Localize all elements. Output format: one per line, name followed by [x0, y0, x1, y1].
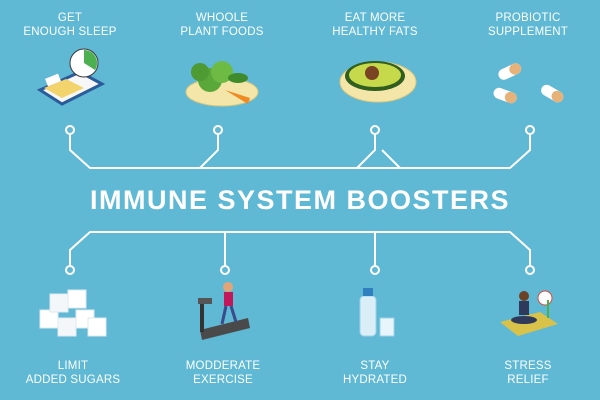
connector-nodes	[65, 125, 535, 275]
capsule-pills-icon	[493, 63, 564, 104]
label-line1: LIMIT	[57, 360, 89, 372]
label-limit-added-sugars: LIMIT ADDED SUGARS	[8, 359, 138, 387]
label-whole-plant-foods: WHOOLE PLANT FOODS	[157, 11, 287, 39]
sugar-cubes-icon	[39, 289, 107, 337]
connector-lines	[69, 133, 531, 268]
bed-clock-icon	[36, 48, 106, 106]
label-eat-more-healthy-fats: EAT MORE HEALTHY FATS	[310, 11, 440, 39]
diagram-title: IMMUNE SYSTEM BOOSTERS	[89, 185, 511, 215]
label-moderate-exercise: MODDERATE EXERCISE	[158, 359, 288, 387]
label-probiotic-supplement: PROBIOTIC SUPPLEMENT	[463, 11, 593, 39]
node-bottom-4	[525, 265, 535, 275]
label-line2: PLANT FOODS	[180, 26, 264, 38]
label-line1: GET	[57, 12, 83, 24]
node-top-4	[525, 125, 535, 135]
label-line2: ENOUGH SLEEP	[23, 26, 117, 38]
label-stay-hydrated: STAY HYDRATED	[310, 359, 440, 387]
label-line2: EXERCISE	[193, 374, 253, 386]
node-bottom-2	[220, 265, 230, 275]
node-bottom-1	[65, 265, 75, 275]
water-bottle-icon	[359, 288, 395, 337]
label-get-enough-sleep: GET ENOUGH SLEEP	[5, 11, 135, 39]
label-line2: ADDED SUGARS	[25, 374, 121, 386]
label-line1: STRESS	[504, 360, 552, 372]
label-line2: HYDRATED	[342, 374, 407, 386]
label-line1: EAT MORE	[344, 12, 406, 24]
avocado-plate-icon	[339, 61, 417, 103]
label-stress-relief: STRESS RELIEF	[463, 359, 593, 387]
label-line2: SUPPLEMENT	[488, 26, 568, 38]
treadmill-icon	[198, 282, 250, 340]
node-top-3	[370, 125, 380, 135]
vegetable-plate-icon	[185, 61, 259, 107]
label-line1: MODDERATE	[185, 360, 261, 372]
node-top-1	[65, 125, 75, 135]
meditation-icon	[500, 290, 558, 336]
label-line1: STAY	[360, 360, 390, 372]
node-top-2	[213, 125, 223, 135]
label-line1: PROBIOTIC	[495, 12, 561, 24]
label-line1: WHOOLE	[195, 12, 249, 24]
node-bottom-3	[370, 265, 380, 275]
label-line2: RELIEF	[507, 374, 549, 386]
label-line2: HEALTHY FATS	[332, 26, 418, 38]
